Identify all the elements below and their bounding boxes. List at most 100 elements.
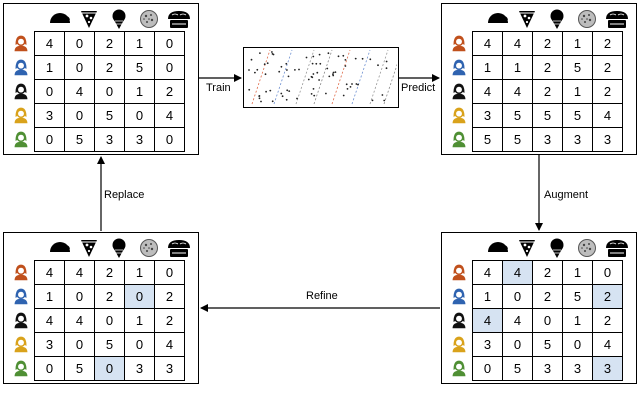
model-dot [265,90,267,93]
model-dot [357,83,359,86]
matrix-cell: 3 [562,127,593,152]
model-dashed-line [369,49,389,105]
pie-icon [602,237,632,259]
model-dashed-line [383,63,397,105]
model-dot [271,100,274,103]
matrix-cell: 0 [154,127,185,152]
model-dot [328,75,331,78]
model-dot [286,89,289,92]
model-dot [269,89,272,92]
user-icon [447,79,471,103]
matrix-cell: 2 [592,308,623,333]
cookie-icon [572,237,602,259]
model-dot [259,52,261,54]
pie-icon [164,237,194,259]
matrix-cell: 4 [592,103,623,128]
cookie-icon [134,237,164,259]
model-dot [285,62,288,65]
model-dot [332,73,334,75]
matrix-cell: 0 [502,332,533,357]
model-dot [258,97,261,100]
model-dot [312,55,315,58]
user-icon [9,356,33,380]
model-dot [385,67,388,70]
matrix-cell: 4 [472,79,503,104]
matrix-cell: 2 [94,284,125,309]
matrix-cell-highlighted: 0 [94,356,125,381]
model-dot [318,79,320,81]
matrix-cell: 5 [124,55,155,80]
matrix-cell-highlighted: 2 [592,284,623,309]
ice-cream-icon [542,237,572,259]
model-dot [344,65,347,67]
model-dot [294,69,296,71]
user-icon [9,260,33,284]
pizza-slice-icon [74,237,104,259]
pizza-slice-icon [512,237,542,259]
model-dot [313,94,316,97]
user-icon [447,260,471,284]
matrix-cell: 0 [472,356,503,381]
model-illustration [248,49,397,105]
model-dot [381,94,384,96]
model-dot [383,99,386,102]
ice-cream-icon [542,8,572,30]
matrix-cell: 5 [562,284,593,309]
model-dot [278,70,281,73]
model-dot [327,52,330,55]
matrix-cell: 0 [64,284,95,309]
matrix-cell: 4 [64,79,95,104]
matrix-cell: 4 [502,308,533,333]
train-label: Train [206,82,231,94]
user-icon [9,127,33,151]
model-dot [325,92,327,95]
predict-label: Predict [401,82,436,94]
model-dashed-line [295,49,315,105]
model-dot [385,60,388,63]
matrix-cell: 3 [472,103,503,128]
item-icon-row [40,237,194,259]
user-icon [9,103,33,127]
model-dot [349,86,352,88]
matrix-cell: 0 [64,31,95,56]
item-icon-row [478,237,632,259]
model-dot [288,90,291,92]
model-dashed-line [313,49,333,105]
matrix-cell: 2 [532,55,563,80]
model-dot [371,99,374,102]
matrix-cell: 0 [532,308,563,333]
matrix-cell: 5 [502,356,533,381]
matrix-cell: 5 [502,103,533,128]
model-dot [345,83,348,86]
model-dot [298,68,300,71]
model-dot [332,71,335,74]
model-dot [296,97,298,100]
model-dot [316,71,319,74]
matrix-cell: 5 [562,103,593,128]
matrix-cell: 4 [472,31,503,56]
model-dot [351,83,353,85]
matrix-cell: 2 [94,31,125,56]
model-dot [310,93,313,95]
matrix-cell: 4 [64,308,95,333]
taco-icon [482,237,512,259]
model-dot [315,62,318,65]
model-dashed-line [273,49,293,105]
pizza-slice-icon [74,8,104,30]
model-dot [312,73,315,75]
matrix-cell: 3 [532,356,563,381]
